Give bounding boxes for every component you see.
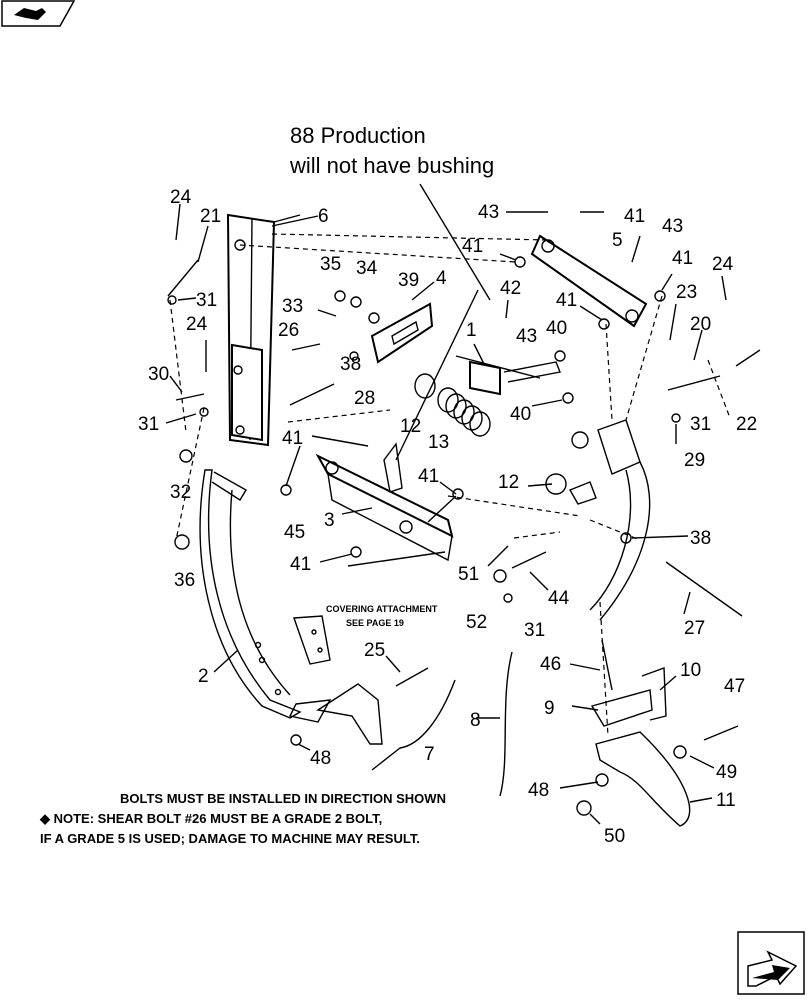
callout: 21 xyxy=(200,206,221,227)
next-page-arrow-icon[interactable] xyxy=(737,931,805,995)
title-line2: will not have bushing xyxy=(289,153,494,178)
callout: 24 xyxy=(712,254,734,275)
callout: 30 xyxy=(148,364,169,385)
callout: 8 xyxy=(470,710,481,731)
covering-plate xyxy=(293,615,331,665)
callout: 48 xyxy=(528,780,549,801)
callout: 31 xyxy=(138,414,159,435)
callout: 31 xyxy=(690,414,711,435)
trip-arm-3 xyxy=(315,442,454,567)
callout: 31 xyxy=(196,290,217,311)
callout: 28 xyxy=(354,388,375,409)
point-7 xyxy=(288,679,456,771)
callout: 33 xyxy=(282,296,303,317)
upright-standard xyxy=(226,213,301,447)
callout: 51 xyxy=(458,564,479,585)
callout: 43 xyxy=(516,326,537,347)
shank xyxy=(199,469,302,719)
title-leader xyxy=(419,183,491,301)
callout: 40 xyxy=(510,404,531,425)
callout: 5 xyxy=(612,230,623,251)
callout: 46 xyxy=(540,654,561,675)
callout: 38 xyxy=(690,528,711,549)
callout: 41 xyxy=(290,554,311,575)
callout: 22 xyxy=(736,414,757,435)
callout: 42 xyxy=(500,278,521,299)
link-5 xyxy=(530,234,648,328)
callout: 26 xyxy=(278,320,299,341)
point-assembly-8 xyxy=(476,651,691,827)
title-leader-2 xyxy=(395,289,479,461)
callout-leaders xyxy=(165,203,727,825)
callout: 35 xyxy=(320,254,341,275)
callout: 41 xyxy=(672,248,693,269)
spring-13 xyxy=(414,373,567,495)
callout: 12 xyxy=(400,416,421,437)
callout: 48 xyxy=(310,748,331,769)
plate-4 xyxy=(370,302,434,364)
rear-bracket xyxy=(568,419,651,621)
callout: 1 xyxy=(466,320,477,341)
callout: 39 xyxy=(398,270,419,291)
callout: 50 xyxy=(604,826,625,847)
callout: 34 xyxy=(356,258,378,279)
callout: 11 xyxy=(716,790,736,811)
callout: 47 xyxy=(724,676,745,697)
callout: 44 xyxy=(548,588,570,609)
callout-labels: 24 21 6 31 35 34 39 4 33 24 26 38 30 28 … xyxy=(138,187,757,847)
assembly-lines xyxy=(169,233,731,737)
callout: 38 xyxy=(340,354,361,375)
callout: 41 xyxy=(462,236,483,257)
callout: 49 xyxy=(716,762,737,783)
callout: 40 xyxy=(546,318,567,339)
callout: 20 xyxy=(690,314,711,335)
callout: 31 xyxy=(524,620,545,641)
note-line1: BOLTS MUST BE INSTALLED IN DIRECTION SHO… xyxy=(120,791,446,806)
callout: 43 xyxy=(478,202,499,223)
callout: 6 xyxy=(318,206,329,227)
callout: 9 xyxy=(544,698,555,719)
title-line1: 88 Production xyxy=(290,123,426,148)
callout: 4 xyxy=(436,268,447,289)
callout: 52 xyxy=(466,612,487,633)
book-return-icon[interactable] xyxy=(1,0,76,27)
callout: 36 xyxy=(174,570,195,591)
callout: 25 xyxy=(364,640,385,661)
covering-note-line2: SEE PAGE 19 xyxy=(346,618,404,628)
callout: 10 xyxy=(680,660,701,681)
callout: 45 xyxy=(284,522,305,543)
note-line3: IF A GRADE 5 IS USED; DAMAGE TO MACHINE … xyxy=(40,831,420,846)
shafts xyxy=(167,259,761,741)
callout: 3 xyxy=(324,510,335,531)
callout: 24 xyxy=(186,314,208,335)
callout: 13 xyxy=(428,432,449,453)
callout: 43 xyxy=(662,216,683,237)
callout: 24 xyxy=(170,187,192,208)
callout: 41 xyxy=(282,428,303,449)
callout: 32 xyxy=(170,482,191,503)
callout: 7 xyxy=(424,744,435,765)
bracket-1 xyxy=(455,355,561,396)
callout: 41 xyxy=(624,206,645,227)
callout: 27 xyxy=(684,618,705,639)
callout: 41 xyxy=(418,466,439,487)
callout: 23 xyxy=(676,282,697,303)
callout: 29 xyxy=(684,450,705,471)
note-line2: ◆ NOTE: SHEAR BOLT #26 MUST BE A GRADE 2… xyxy=(39,811,382,826)
hardware xyxy=(167,256,687,816)
covering-note-line1: COVERING ATTACHMENT xyxy=(326,604,438,614)
callout: 2 xyxy=(198,666,209,687)
callout: 12 xyxy=(498,472,519,493)
callout: 41 xyxy=(556,290,577,311)
